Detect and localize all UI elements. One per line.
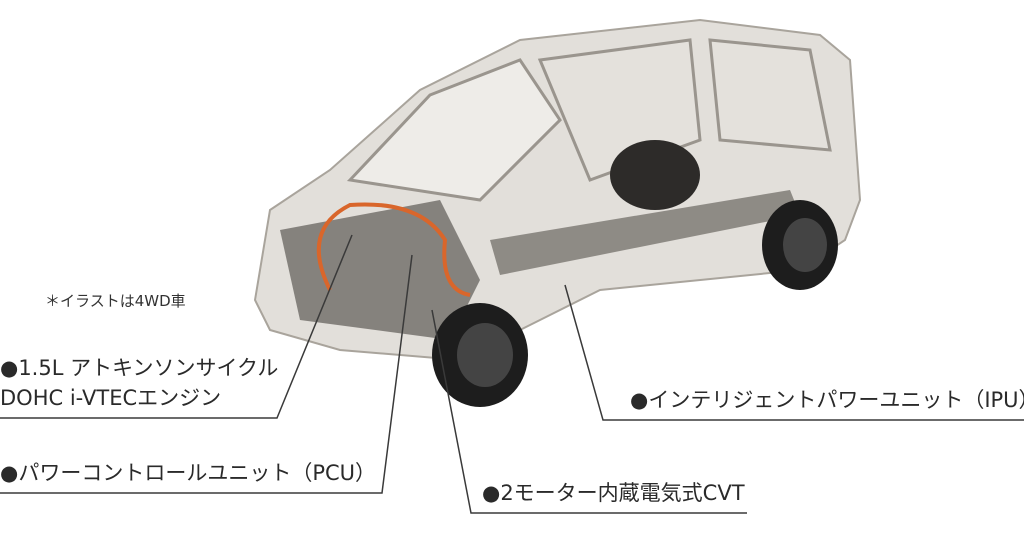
rear-wheel (762, 200, 838, 290)
leader-pcu (0, 254, 413, 494)
leader-lines (0, 234, 1024, 514)
ipu-label: ●インテリジェントパワーユニット（IPU） (630, 388, 1024, 412)
leader-engine (0, 234, 353, 419)
leader-ipu (564, 284, 1024, 421)
illustration-note: ＊イラストは4WD車 (45, 292, 186, 310)
engine-label-line1: ●1.5L アトキンソンサイクル (0, 356, 279, 380)
leader-cvt (431, 309, 747, 514)
car-body (253, 18, 862, 362)
engine-label-line2: DOHC i-VTECエンジン (0, 386, 222, 410)
cvt-label: ●2モーター内蔵電気式CVT (482, 481, 745, 505)
hv-cable (316, 202, 471, 297)
pcu-label: ●パワーコントロールユニット（PCU） (0, 461, 377, 485)
front-wheel (432, 303, 528, 407)
